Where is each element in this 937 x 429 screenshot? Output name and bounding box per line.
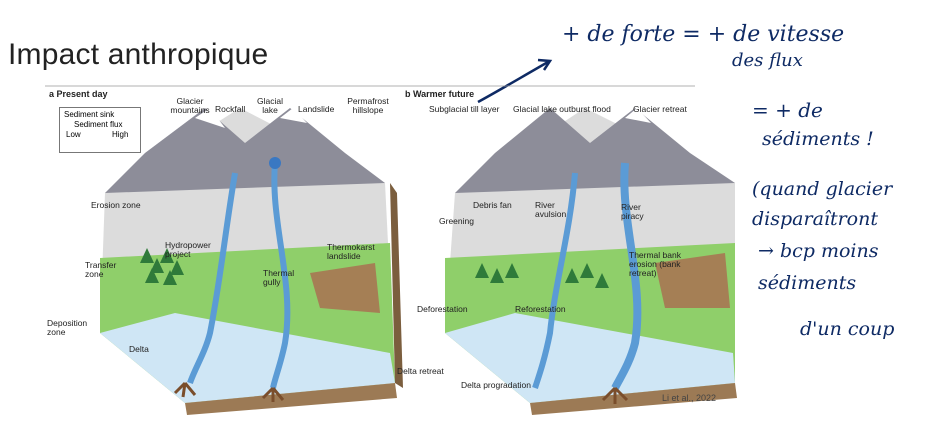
label-transfer-zone: Transfer zone — [85, 260, 117, 279]
label-greening: Greening — [439, 216, 474, 226]
label-permafrost: Permafrost hillslope — [347, 96, 389, 115]
label-debris-fan: Debris fan — [473, 200, 512, 210]
legend-flux-label: Sediment flux — [74, 120, 123, 129]
label-delta-retreat: Delta retreat — [397, 366, 444, 376]
label-hydropower: Hydropower project — [165, 240, 211, 259]
legend-sink-label: Sediment sink — [64, 110, 115, 119]
legend-high-label: High — [112, 130, 129, 139]
annotation-line-9: d'un coup — [800, 318, 895, 340]
label-deforestation: Deforestation — [417, 304, 468, 314]
label-river-piracy: River piracy — [621, 202, 644, 221]
annotation-arrow — [477, 58, 553, 104]
slide-title: Impact anthropique — [8, 38, 269, 71]
annotation-line-4: sédiments ! — [762, 128, 874, 150]
label-delta-progradation: Delta progradation — [461, 380, 531, 390]
legend-box: Sediment sink Sediment flux Low High — [59, 107, 141, 153]
annotation-line-3: = + de — [752, 98, 823, 122]
label-thermal-bank: Thermal bank erosion (bank retreat) — [629, 250, 681, 278]
annotation-line-2: des flux — [732, 50, 803, 71]
annotation-line-8: sédiments — [758, 272, 857, 294]
annotation-line-7: → bcp moins — [758, 240, 879, 262]
figure-illustration — [45, 85, 737, 415]
label-landslide: Landslide — [298, 104, 335, 114]
label-delta: Delta — [129, 344, 149, 354]
legend-low-label: Low — [66, 130, 81, 139]
label-reforestation: Reforestation — [515, 304, 566, 314]
citation: Li et al., 2022 — [662, 393, 717, 403]
label-deposition-zone: Deposition zone — [47, 318, 88, 337]
annotation-line-5: (quand glacier — [752, 178, 893, 200]
label-glacial-lake: Glacial lake — [257, 96, 283, 115]
label-subglacial: Subglacial till layer — [429, 104, 500, 114]
annotation-line-6: disparaîtront — [752, 208, 878, 230]
panel-b-label: b Warmer future — [405, 89, 475, 99]
panel-a-landscape — [100, 108, 403, 415]
label-glacier-mountains: Glacier mountains — [170, 96, 210, 115]
label-thermal-gully: Thermal gully — [263, 268, 295, 287]
label-glof: Glacial lake outburst flood — [513, 104, 611, 114]
label-rockfall: Rockfall — [215, 104, 246, 114]
label-river-avulsion: River avulsion — [535, 200, 567, 219]
label-erosion-zone: Erosion zone — [91, 200, 141, 210]
sediment-flux-figure: a Present day Sediment sink Sediment flu… — [45, 83, 740, 415]
label-thermokarst: Thermokarst landslide — [327, 242, 375, 261]
panel-b-landscape — [445, 108, 737, 415]
panel-a-label: a Present day — [49, 89, 108, 99]
annotation-line-1: + de forte = + de vitesse — [562, 22, 845, 47]
label-glacier-retreat: Glacier retreat — [633, 104, 687, 114]
